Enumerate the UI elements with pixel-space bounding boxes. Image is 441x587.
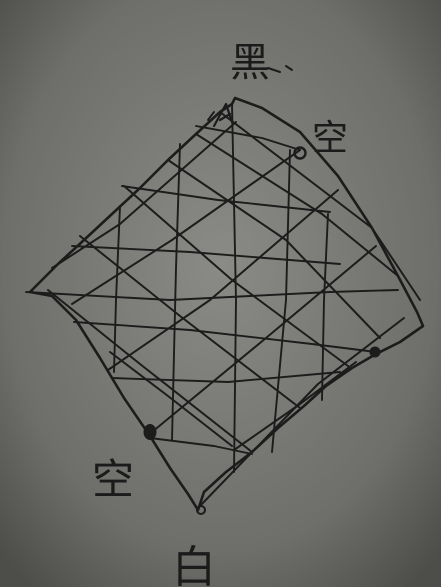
label-top-right: 空 — [312, 118, 348, 159]
label-bottom: 白 — [172, 542, 216, 587]
label-top: 黑 — [230, 40, 270, 86]
horizontal-lines — [25, 125, 399, 455]
stone-bottom-left — [143, 424, 157, 440]
stones — [143, 146, 381, 515]
diagonal-lines-a — [47, 111, 421, 453]
top-scribble — [212, 102, 234, 128]
stone-top-right — [293, 146, 307, 160]
board-outline — [28, 96, 425, 512]
stone-right — [369, 346, 381, 358]
label-bottom-left: 空 — [92, 455, 134, 504]
vertical-lines — [113, 103, 329, 473]
top-label-tail — [267, 65, 293, 73]
stone-bottom — [196, 505, 206, 515]
